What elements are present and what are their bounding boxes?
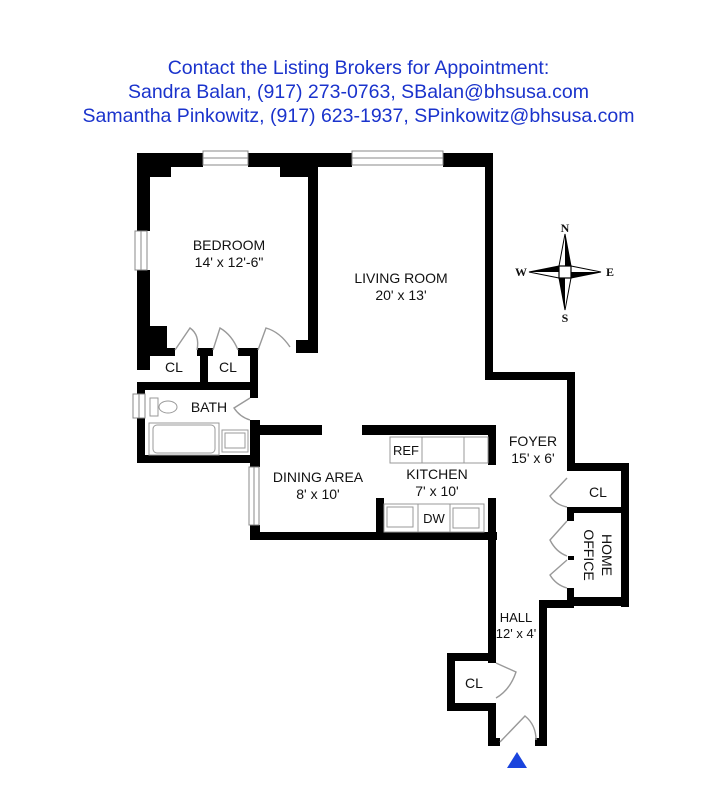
closet-hall-label: CL [465, 675, 483, 691]
broker-contact-header: Contact the Listing Brokers for Appointm… [0, 56, 717, 128]
foyer-size: 15' x 6' [511, 450, 554, 466]
compass-north: N [561, 221, 570, 235]
toilet-bowl [158, 400, 178, 414]
home-office-label-line1: HOME [599, 534, 615, 576]
windows [132, 150, 444, 526]
closet-bedroom-1-label: CL [165, 359, 183, 375]
hall-label: HALL [500, 610, 533, 625]
compass-west: W [515, 265, 527, 279]
bedroom-label: BEDROOM [193, 237, 265, 253]
closet-bedroom-2-label: CL [219, 359, 237, 375]
living-room-size: 20' x 13' [375, 287, 426, 303]
walls [137, 153, 629, 746]
compass-rose-icon: N S W E [515, 221, 614, 325]
fixtures [148, 397, 489, 533]
kitchen-size: 7' x 10' [415, 483, 458, 499]
living-room-label: LIVING ROOM [354, 270, 447, 286]
dining-area-size: 8' x 10' [296, 486, 339, 502]
foyer-label: FOYER [509, 433, 557, 449]
home-office-label-line2: OFFICE [581, 529, 597, 580]
refrigerator [389, 436, 423, 464]
bedroom-size: 14' x 12'-6" [195, 254, 264, 270]
dining-area-label: DINING AREA [273, 469, 364, 485]
bath-label: BATH [191, 399, 227, 415]
header-line-broker-1: Sandra Balan, (917) 273-0763, SBalan@bhs… [127, 81, 589, 103]
refrigerator-label: REF [393, 443, 419, 458]
room-labels: BEDROOM 14' x 12'-6" LIVING ROOM 20' x 1… [165, 237, 615, 691]
closet-foyer-label: CL [589, 484, 607, 500]
kitchen-label: KITCHEN [406, 466, 467, 482]
toilet-tank [149, 397, 159, 417]
kitchen-counter-top [421, 436, 465, 464]
compass-south: S [562, 311, 569, 325]
hall-size: 12' x 4' [496, 626, 536, 641]
dishwasher-label: DW [423, 511, 445, 526]
header-line-title: Contact the Listing Brokers for Appointm… [167, 57, 550, 79]
compass-east: E [606, 265, 614, 279]
header-line-broker-2: Samantha Pinkowitz, (917) 623-1937, SPin… [82, 105, 635, 127]
entrance-arrow-icon [507, 752, 527, 768]
doors [174, 326, 568, 743]
dishwasher [417, 503, 451, 533]
